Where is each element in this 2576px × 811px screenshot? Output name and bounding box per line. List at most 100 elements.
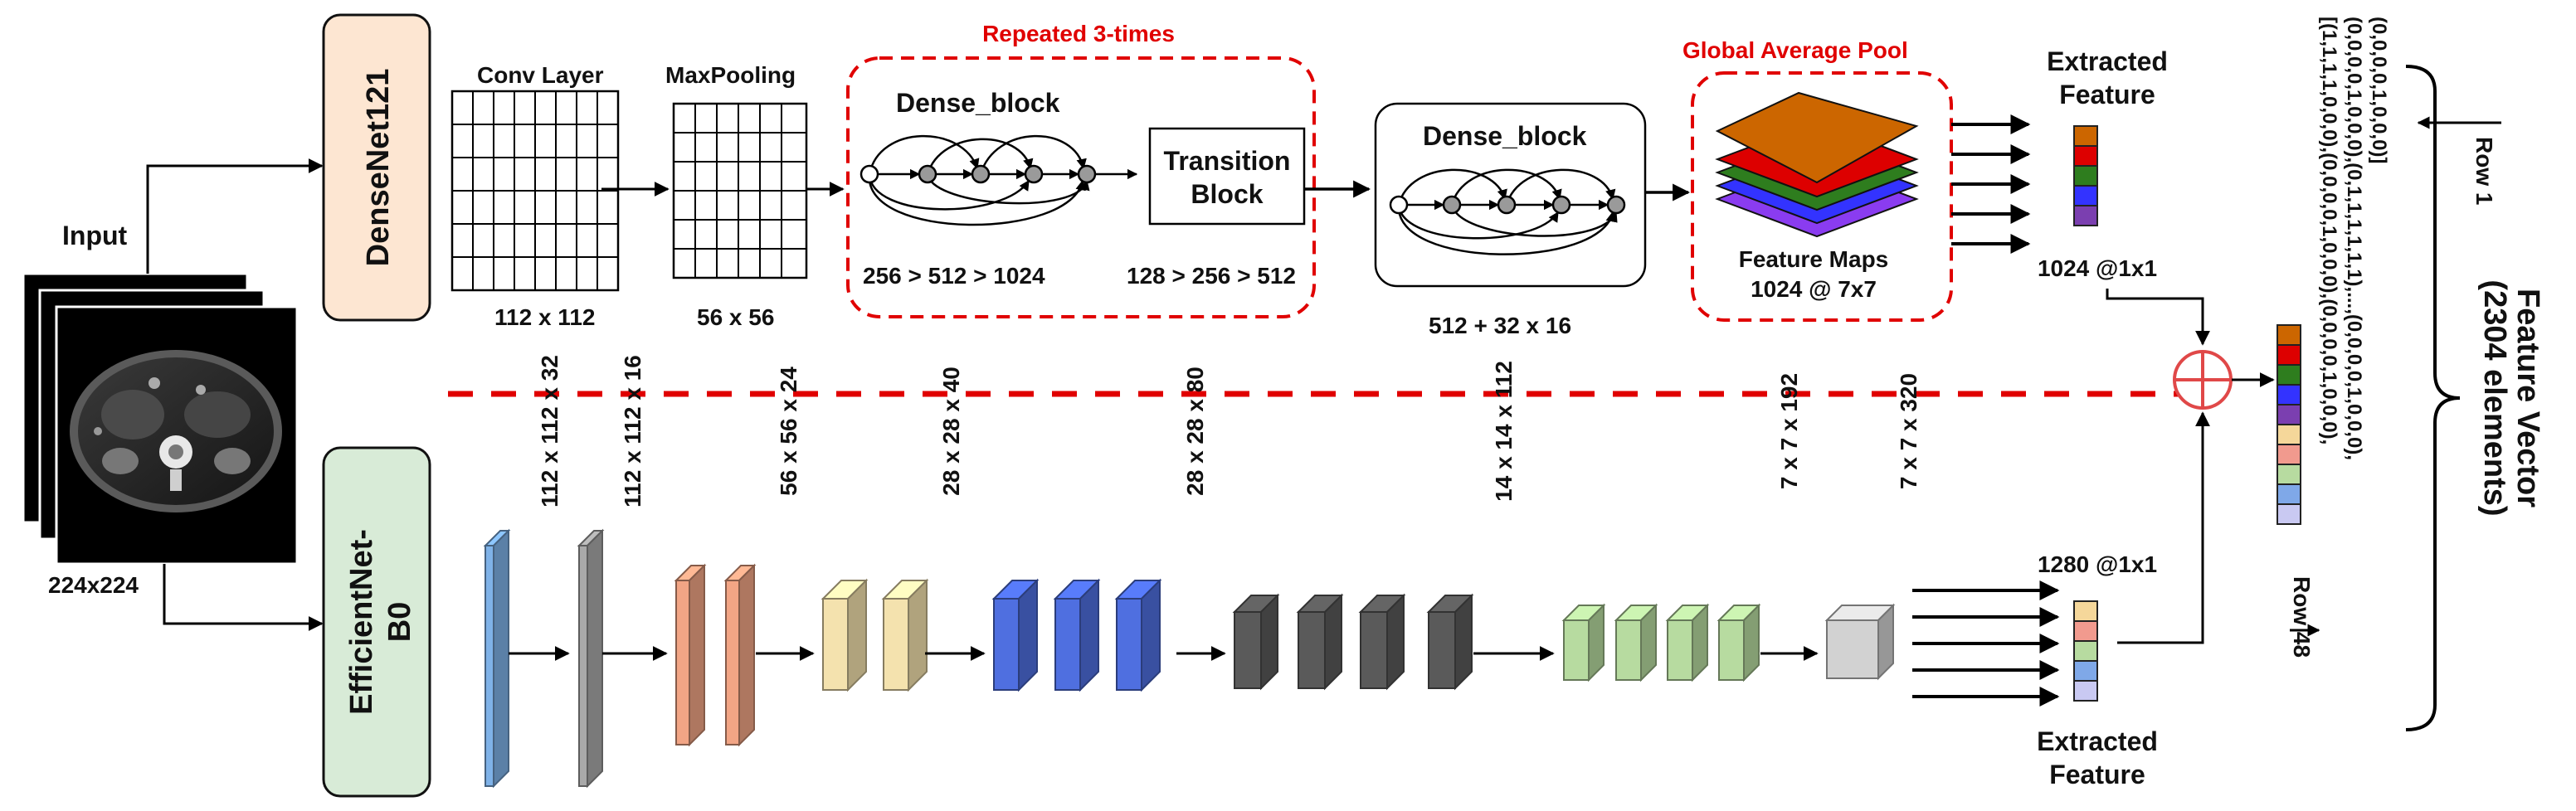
- dense2-node-input: [1389, 195, 1409, 215]
- efficientnet-layer-blocks: [483, 528, 1896, 789]
- transition-block: Transition Block: [1148, 127, 1306, 226]
- efficientnet-layer-mb6f: [1054, 598, 1081, 691]
- densenet121-box: DenseNet121: [322, 13, 431, 322]
- densenet-extracted-label-1: Extracted: [2047, 46, 2168, 76]
- conv-layer-label: Conv Layer: [477, 62, 604, 88]
- gap-label: Global Average Pool: [1682, 37, 1908, 63]
- efficientnet-feature-cell: [2073, 640, 2098, 662]
- efficientnet-layer-mb6l-side: [1588, 603, 1605, 682]
- concat-feature-cell: [2277, 424, 2301, 445]
- feature-maps-stack: [1715, 91, 1919, 238]
- efficientnet-label-line2: B0: [382, 602, 417, 643]
- densenet-feature-cell: [2073, 185, 2098, 206]
- vector-line3: (0,0,0,0,1,0,0,0)]: [2368, 17, 2390, 163]
- gap-dashed-box: [1691, 71, 1953, 322]
- efficientnet-layer-mb6i: [1298, 611, 1326, 689]
- transition-label-line1: Transition: [1164, 146, 1291, 176]
- efficientnet-layer-mb6a-side: [689, 563, 705, 747]
- efficientnet-stage-dim-label: 7 x 7 x 192: [1776, 373, 1802, 489]
- efficientnet-stage-dims: 112 x 112 x 32 112 x 112 x 16 56 x 56 x 24…: [537, 355, 1921, 507]
- efficientnet-stage-dim-label: 56 x 56 x 24: [776, 367, 801, 496]
- input-to-densenet-arrow: [146, 158, 324, 274]
- maxpooling-grid: [672, 102, 808, 279]
- conv-layer-grid: [450, 90, 620, 292]
- row-first-label: Row 1: [2471, 137, 2497, 205]
- feature-maps-label: Feature Maps: [1739, 246, 1889, 272]
- efficientnet-layer-mb6i-side: [1324, 593, 1342, 691]
- efficientnet-layer-mb6b: [725, 580, 740, 745]
- dense-block-dims: 256 > 512 > 1024: [863, 263, 1045, 289]
- efficientnet-layer-mb6k: [1428, 611, 1456, 689]
- efficientnet-stage-dim-label: 112 x 112 x 32: [537, 355, 562, 507]
- dense-block2-dims: 512 + 32 x 16: [1429, 313, 1571, 338]
- efficientnet-output-arrows: [1912, 580, 2060, 707]
- efficientnet-layer-mb6e-side: [1018, 578, 1038, 692]
- efficientnet-layer-mb6c-side: [847, 578, 867, 692]
- input-size-label: 224x224: [48, 572, 139, 598]
- concat-feature-cell: [2277, 404, 2301, 425]
- concatenate-operator-icon: [2173, 350, 2233, 410]
- efficientnet-layer-mb6a: [675, 580, 690, 745]
- densenet-feature-cell: [2073, 205, 2098, 226]
- efficientnet-layer-stem-side: [493, 528, 509, 789]
- densenet-feature-cell: [2073, 145, 2098, 167]
- efficientnet-layer-mb6e: [993, 598, 1020, 691]
- densenet-to-fusion-line: [2106, 289, 2210, 346]
- efficientnet-layer-mb6h-side: [1260, 593, 1278, 691]
- densenet-output-arrows: [1951, 114, 2031, 254]
- repeated-dashed-box: [846, 56, 1316, 318]
- concat-feature-cell: [2277, 324, 2301, 346]
- densenet-extracted-feature-bar: [2073, 125, 2098, 226]
- densenet121-label: DenseNet121: [361, 69, 396, 267]
- efficientnet-to-fusion-line: [2117, 411, 2210, 644]
- efficientnet-extracted-feature-bar: [2073, 600, 2098, 702]
- conv-layer-size: 112 x 112: [494, 304, 595, 330]
- efficientnet-stage-dim-label: 112 x 112 x 16: [620, 355, 645, 507]
- maxpooling-label: MaxPooling: [665, 62, 796, 88]
- dense-block2-label: Dense_block: [1423, 121, 1587, 151]
- concat-feature-cell: [2277, 344, 2301, 366]
- efficientnet-label-line1: EfficientNet-: [344, 529, 379, 715]
- efficientnet-b0-box: EfficientNet- B0: [322, 446, 431, 798]
- efficientnet-layer-mb6m-side: [1640, 603, 1657, 682]
- vector-line1: [(1,1,1,1,0,0,0),(0,0,0,0,1,0,0,0),(0,0,…: [2318, 17, 2340, 444]
- efficientnet-stage-dim-label: 28 x 28 x 80: [1182, 367, 1208, 496]
- efficientnet-extracted-label-1: Extracted: [2037, 726, 2158, 756]
- efficientnet-layer-mb6j-side: [1386, 593, 1405, 691]
- densenet-feature-cell: [2073, 165, 2098, 187]
- concat-feature-cell: [2277, 364, 2301, 386]
- concatenated-feature-bar: [2277, 324, 2301, 525]
- concat-feature-cell: [2277, 444, 2301, 465]
- concat-feature-cell: [2277, 384, 2301, 406]
- efficientnet-layer-stem: [485, 545, 494, 787]
- efficientnet-layer-mb6n: [1667, 619, 1693, 681]
- efficientnet-layer-top: [1826, 619, 1879, 679]
- efficientnet-feature-cell: [2073, 680, 2098, 702]
- efficientnet-layer-mb6g: [1116, 598, 1142, 691]
- efficientnet-layer-mb6f-side: [1079, 578, 1099, 692]
- efficientnet-feature-cell: [2073, 620, 2098, 642]
- efficientnet-extracted-label-2: Feature: [2049, 760, 2145, 789]
- vector-title-line2: (2304 elements): [2477, 279, 2512, 516]
- concat-feature-cell: [2277, 503, 2301, 525]
- efficientnet-layer-mb1: [578, 545, 588, 787]
- efficientnet-layer-mb6c: [822, 598, 849, 691]
- dense-node: [1024, 164, 1044, 184]
- efficientnet-layer-mb1-side: [587, 528, 603, 789]
- dense-node: [1077, 164, 1097, 184]
- ct-scan-image: [70, 350, 282, 512]
- efficientnet-feature-cell: [2073, 660, 2098, 682]
- efficientnet-layer-mb6h: [1234, 611, 1262, 689]
- dense2-node: [1442, 195, 1462, 215]
- repeated-label: Repeated 3-times: [982, 21, 1175, 46]
- concat-feature-cell: [2277, 483, 2301, 505]
- dense-node: [918, 164, 937, 184]
- efficientnet-stage-dim-label: 28 x 28 x 40: [938, 367, 964, 496]
- input-to-efficientnet-arrow: [163, 564, 324, 631]
- densenet-extracted-label-2: Feature: [2059, 80, 2155, 109]
- efficientnet-layer-mb6d-side: [908, 578, 928, 692]
- efficientnet-layer-mb6k-side: [1454, 593, 1473, 691]
- dense-node: [971, 164, 991, 184]
- efficientnet-feature-cell: [2073, 600, 2098, 622]
